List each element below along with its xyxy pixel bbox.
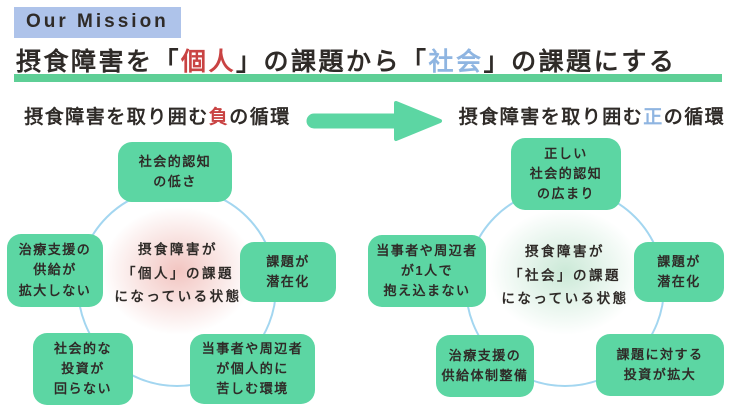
negative-node-personal-suffering: 当事者や周辺者 が個人的に 苦しむ環境 — [190, 334, 315, 404]
title-underline — [14, 74, 722, 82]
positive-node-not-alone: 当事者や周辺者 が1人で 抱え込まない — [368, 235, 486, 307]
title-accent-kojin: 個人 — [181, 48, 237, 76]
negative-subtitle-accent: 負 — [208, 107, 230, 128]
negative-node-no-investment: 社会的な 投資が 回らない — [33, 333, 133, 405]
negative-subtitle-post: の循環 — [229, 107, 291, 128]
our-mission-badge: Our Mission — [14, 7, 181, 38]
negative-cycle-subtitle: 摂食障害を取り囲む負の循環 — [0, 102, 315, 129]
positive-center-blob — [489, 209, 641, 335]
negative-node-social-recognition: 社会的認知 の低さ — [118, 142, 232, 202]
negative-node-hidden-issues: 課題が 潜在化 — [240, 242, 336, 302]
positive-center-label: 摂食障害が 「社会」の課題 になっている状態 — [501, 244, 629, 307]
positive-node-treatment-system: 治療支援の 供給体制整備 — [436, 335, 534, 397]
positive-node-correct-recognition: 正しい 社会的認知 の広まり — [511, 138, 621, 210]
negative-center-label: 摂食障害が 「個人」の課題 になっている状態 — [114, 242, 242, 305]
page-title: 摂食障害を「個人」の課題から「社会」の課題にする — [16, 42, 676, 78]
title-accent-shakai: 社会 — [428, 48, 484, 76]
positive-node-hidden-issues: 課題が 潜在化 — [634, 242, 724, 302]
positive-node-investment-expands: 課題に対する 投資が拡大 — [596, 334, 724, 396]
positive-subtitle-accent: 正 — [643, 107, 664, 128]
positive-cycle-subtitle: 摂食障害を取り囲む正の循環 — [448, 102, 736, 129]
title-post: 」の課題にする — [483, 48, 677, 76]
negative-center-blob — [102, 207, 254, 335]
negative-node-treatment-supply: 治療支援の 供給が 拡大しない — [7, 234, 103, 307]
positive-subtitle-post: の循環 — [663, 107, 726, 128]
title-pre: 摂食障害を「 — [16, 48, 182, 76]
positive-subtitle-pre: 摂食障害を取り囲む — [458, 107, 644, 128]
right-arrow-icon — [306, 101, 442, 141]
title-mid: 」の課題から「 — [236, 48, 429, 76]
negative-subtitle-pre: 摂食障害を取り囲む — [24, 107, 209, 128]
